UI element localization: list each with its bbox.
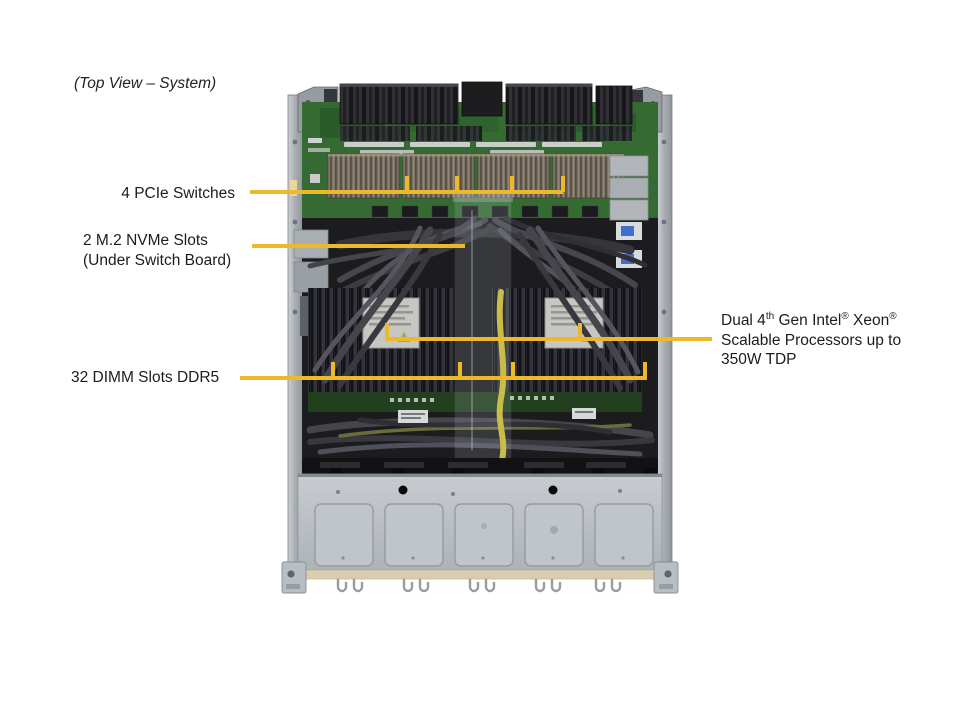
dimm-callout-line (240, 362, 647, 380)
front-panel (297, 473, 663, 571)
front-edge (281, 561, 679, 594)
drive-bay-cover (454, 503, 514, 567)
m2-slots-label: 2 M.2 NVMe Slots (Under Switch Board) (83, 231, 231, 270)
pcie-switches-label: 4 PCIe Switches (121, 185, 235, 202)
drive-bay-cover (524, 503, 584, 567)
top-io-connectors (339, 81, 633, 141)
callout-line-group (240, 176, 712, 380)
chip-row (371, 205, 599, 218)
pcie-callout-line (250, 176, 565, 194)
drive-bay-cover (594, 503, 654, 567)
chassis-ear-right (653, 561, 679, 594)
panel-screws (336, 485, 625, 560)
chassis-ear-left (281, 561, 307, 594)
m2-slots-label-line1: 2 M.2 NVMe Slots (83, 232, 208, 249)
switch-board-slots (344, 142, 602, 154)
cpu-label-line2: Scalable Processors up to (721, 331, 902, 349)
m2-slots-label-line2: (Under Switch Board) (83, 251, 232, 269)
right-side-connectors (609, 155, 649, 268)
lower-cable-zone (306, 417, 655, 457)
drive-bay-covers (314, 503, 654, 567)
cpu-label-line3: 350W TDP (721, 351, 797, 368)
front-hooks (336, 579, 622, 593)
cpu-callout-line (385, 323, 712, 341)
drive-bay-cover (384, 503, 444, 567)
drive-bay-cover (314, 503, 374, 567)
diagram-title: (Top View – System) (74, 75, 217, 92)
yellow-cable (496, 289, 507, 463)
motherboard-strip (308, 392, 642, 412)
cable-labels (398, 408, 596, 423)
cpu-label: Dual 4th Gen Intel® Xeon® Scalable Proce… (721, 311, 931, 370)
dimm-slots-label: 32 DIMM Slots DDR5 (71, 369, 220, 386)
cpu-label-line1: Dual 4th Gen Intel® Xeon® (721, 310, 897, 329)
air-shroud (453, 192, 513, 461)
